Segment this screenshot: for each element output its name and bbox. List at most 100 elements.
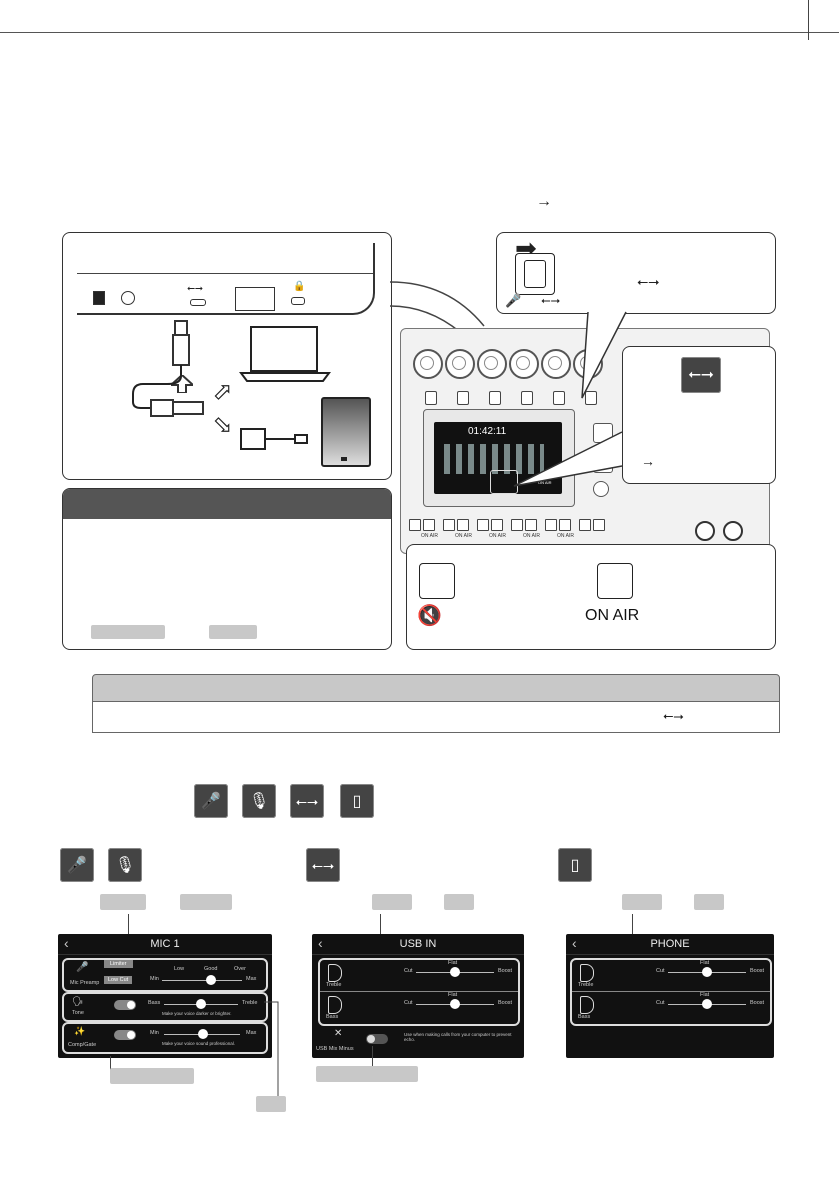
preamp-group: 🎤 Mic Preamp Limiter Low Cut Low Good Ov…: [62, 958, 268, 992]
mute-pad-6[interactable]: [579, 519, 591, 531]
mic-icon: 🎤: [505, 293, 522, 308]
phone-treble-label: Treble: [578, 982, 594, 988]
leader-usb: [380, 914, 381, 948]
phone-settings-screen: ‹PHONE Treble Flat Cut Boost Bass Flat C…: [566, 934, 774, 1058]
usb-callout-pointer: [513, 431, 623, 487]
phone-bass-cut: Cut: [656, 1000, 665, 1006]
mute-pad-3[interactable]: [477, 519, 489, 531]
back-icon[interactable]: ‹: [572, 935, 577, 951]
phone-bass-flat: Flat: [700, 992, 710, 998]
onair-pad-6[interactable]: [593, 519, 605, 531]
connection-diagram-panel: ⭠⭢ 🔒 ⇨ ⇨: [62, 232, 392, 480]
phone-input-icon: ▯: [340, 784, 374, 818]
strip-onair-5: ON AIR: [557, 533, 574, 539]
pad-c[interactable]: [593, 481, 609, 497]
input-select-switch-1[interactable]: [425, 391, 437, 405]
headphone-knob-2[interactable]: [723, 521, 743, 541]
preamp-icon: 🎤: [76, 962, 89, 973]
bass-icon: [328, 996, 342, 1014]
comp-max: Max: [246, 1030, 257, 1036]
leader-tone: [264, 1001, 279, 1096]
limiter-button[interactable]: Limiter: [104, 960, 133, 968]
mic-1-section-icon: 🎤: [60, 848, 94, 882]
onair-pad-5[interactable]: [559, 519, 571, 531]
preamp-slider[interactable]: [162, 980, 242, 981]
input-select-switch-4[interactable]: [521, 391, 533, 405]
input-select-switch-3[interactable]: [489, 391, 501, 405]
info-tag-1: [91, 625, 165, 639]
selector-callout: ➡ ⭠⭢ 🎤 ⭠⭢: [496, 232, 776, 314]
onair-pad-2[interactable]: [457, 519, 469, 531]
back-icon[interactable]: ‹: [64, 935, 69, 951]
usb-eq-group: Treble Flat Cut Boost Bass Flat Cut Boos…: [318, 958, 520, 1026]
usb-cable: [132, 320, 204, 417]
power-switch[interactable]: [93, 291, 105, 305]
phone-bass-label: Bass: [578, 1014, 591, 1020]
on-air-button[interactable]: [597, 563, 633, 599]
strip-onair-1: ON AIR: [421, 533, 438, 539]
input-select-switch-2[interactable]: [457, 391, 469, 405]
comp-knob[interactable]: [198, 1029, 208, 1039]
tone-group: 🗣 Tone Bass Treble Make your voice darke…: [62, 992, 268, 1022]
screen-title: MIC 1: [150, 938, 180, 950]
headphone-knob-1[interactable]: [695, 521, 715, 541]
input-select-switch-6[interactable]: [585, 391, 597, 405]
leader-phone: [632, 914, 633, 948]
tone-toggle[interactable]: [114, 1000, 136, 1010]
leader-mixminus: [372, 1046, 373, 1068]
strip-onair-2: ON AIR: [455, 533, 472, 539]
sd-card-slot[interactable]: [235, 287, 275, 311]
usb-treble-boost: Boost: [498, 968, 513, 974]
mic-input-3[interactable]: [477, 349, 507, 379]
level-good: Good: [204, 966, 218, 972]
usb-bass-flat: Flat: [448, 992, 458, 998]
tone-bass: Bass: [148, 1000, 161, 1006]
mute-pad-1[interactable]: [409, 519, 421, 531]
usb-symbol: ⭠⭢: [187, 283, 203, 294]
phone-treble-knob[interactable]: [702, 967, 712, 977]
usb-callout-arrow: →: [641, 453, 655, 469]
info-box: [62, 488, 392, 650]
tone-hint: Make your voice darker or brighter.: [162, 1011, 232, 1016]
tag-phone-a: [622, 894, 662, 910]
tag-phone-b: [694, 894, 724, 910]
usb-bass-knob[interactable]: [450, 999, 460, 1009]
phone-bass-knob[interactable]: [702, 999, 712, 1009]
mute-pad-4[interactable]: [511, 519, 523, 531]
preamp-knob[interactable]: [206, 975, 216, 985]
mic-input-4[interactable]: [509, 349, 539, 379]
header-arrow: →: [536, 193, 552, 210]
mix-minus-label: USB Mix Minus: [316, 1046, 354, 1052]
comp-toggle[interactable]: [114, 1030, 136, 1040]
onair-pad-3[interactable]: [491, 519, 503, 531]
mute-pad-5[interactable]: [545, 519, 557, 531]
screen-meters: [444, 444, 544, 474]
onair-pad-1[interactable]: [423, 519, 435, 531]
mic-input-5[interactable]: [541, 349, 571, 379]
dc-jack[interactable]: [121, 291, 135, 305]
input-selector-switch[interactable]: [515, 253, 555, 295]
tag-usb-a: [372, 894, 412, 910]
mic-input-2[interactable]: [445, 349, 475, 379]
usb-settings-screen: ‹USB IN Treble Flat Cut Boost Bass Flat …: [312, 934, 524, 1058]
usb-treble-label: Treble: [326, 982, 342, 988]
phone-treble-boost: Boost: [750, 968, 765, 974]
back-icon[interactable]: ‹: [318, 935, 323, 951]
tone-label: Tone: [72, 1010, 84, 1016]
mute-button[interactable]: [419, 563, 455, 599]
tone-knob[interactable]: [196, 999, 206, 1009]
phone-bass-boost: Boost: [750, 1000, 765, 1006]
usb-bass-boost: Boost: [498, 1000, 513, 1006]
mute-pad-2[interactable]: [443, 519, 455, 531]
preamp-max: Max: [246, 976, 257, 982]
mix-minus-toggle[interactable]: [366, 1034, 388, 1044]
input-select-switch-5[interactable]: [553, 391, 565, 405]
usb-c-port[interactable]: [190, 299, 206, 306]
mic-input-1[interactable]: [413, 349, 443, 379]
usb-treble-knob[interactable]: [450, 967, 460, 977]
onair-pad-4[interactable]: [525, 519, 537, 531]
adapter-icon: [240, 428, 308, 450]
strip-onair-3: ON AIR: [489, 533, 506, 539]
low-cut-button[interactable]: Low Cut: [104, 976, 133, 984]
touchscreen[interactable]: 01:42:11 ON AIR: [434, 422, 562, 494]
